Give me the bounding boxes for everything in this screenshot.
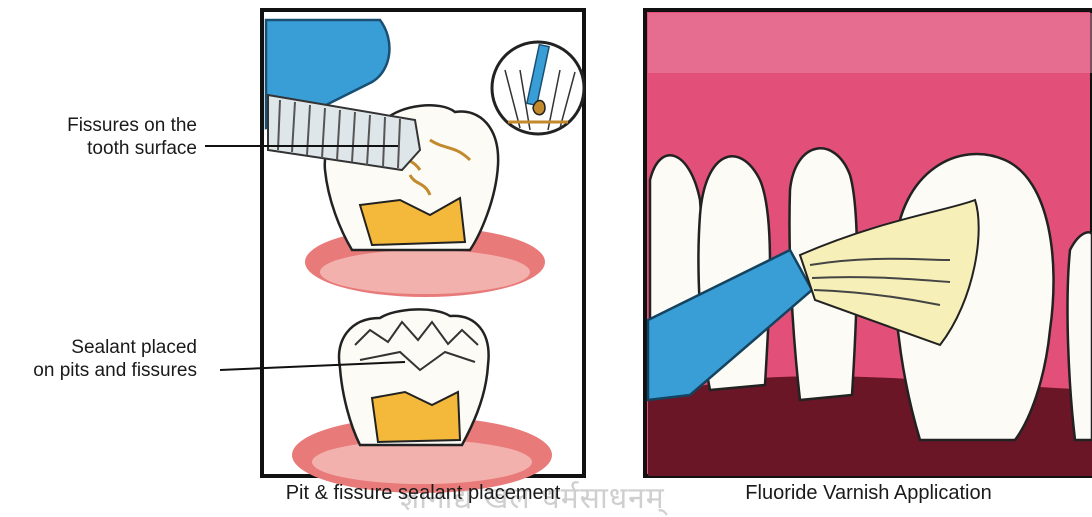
- callout-fissures-line2: tooth surface: [67, 137, 197, 160]
- callout-sealant-line2: on pits and fissures: [33, 359, 197, 382]
- callout-fissures: Fissures on the tooth surface: [67, 114, 197, 160]
- callout-fissures-line1: Fissures on the: [67, 114, 197, 137]
- right-panel-caption: Fluoride Varnish Application: [645, 482, 1092, 505]
- varnish-illustration-panel: [645, 10, 1092, 476]
- left-panel-caption: Pit & fissure sealant placement: [262, 482, 584, 505]
- tooth-right-5: [1068, 232, 1092, 440]
- bottom-tooth-pulp: [372, 392, 460, 442]
- callout-sealant: Sealant placed on pits and fissures: [33, 336, 197, 382]
- magnified-fissure-inset: [492, 42, 584, 134]
- sealant-illustration-panel: [205, 10, 584, 493]
- callout-sealant-line1: Sealant placed: [33, 336, 197, 359]
